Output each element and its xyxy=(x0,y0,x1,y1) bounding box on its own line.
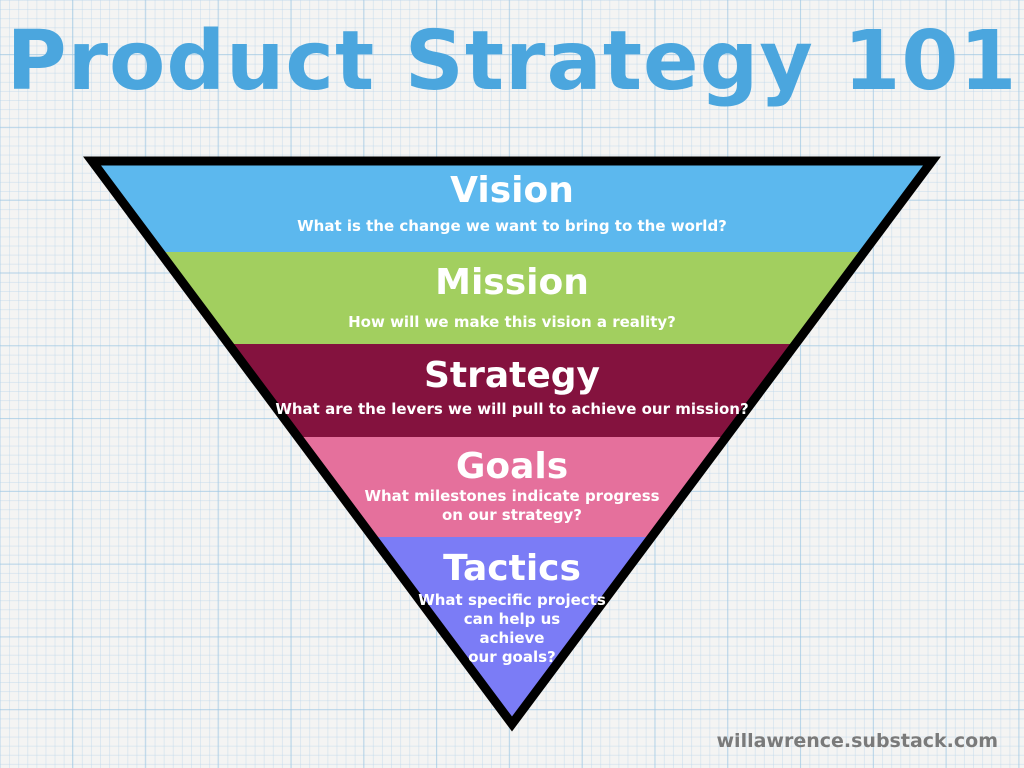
mission-section: Mission How will we make this vision a r… xyxy=(0,263,1024,332)
strategy-section: Strategy What are the levers we will pul… xyxy=(0,356,1024,419)
footer-attribution: willawrence.substack.com xyxy=(716,730,999,752)
tactics-question-line-4: our goals? xyxy=(468,648,556,666)
strategy-question: What are the levers we will pull to achi… xyxy=(275,400,749,418)
mission-question: How will we make this vision a reality? xyxy=(348,313,676,331)
tactics-section: Tactics What specific projects can help … xyxy=(0,549,1024,667)
tactics-question-line-1: What specific projects xyxy=(418,591,606,609)
vision-band xyxy=(88,157,936,252)
tactics-question-line-3: achieve xyxy=(479,629,545,647)
goals-section: Goals What milestones indicate progress … xyxy=(0,447,1024,525)
pyramid-border xyxy=(83,156,941,732)
goals-question-line-2: on our strategy? xyxy=(442,506,582,524)
vision-section: Vision What is the change we want to bri… xyxy=(0,171,1024,236)
goals-question-line-1: What milestones indicate progress xyxy=(364,487,660,505)
page-title: Product Strategy 101 xyxy=(6,14,1018,109)
vision-title: Vision xyxy=(450,170,574,211)
tactics-question-line-2: can help us xyxy=(463,610,561,628)
vision-question: What is the change we want to bring to t… xyxy=(297,217,727,235)
mission-title: Mission xyxy=(435,262,589,303)
mission-band xyxy=(88,252,936,344)
goals-title: Goals xyxy=(455,446,569,487)
tactics-title: Tactics xyxy=(443,548,581,589)
strategy-title: Strategy xyxy=(423,355,601,396)
